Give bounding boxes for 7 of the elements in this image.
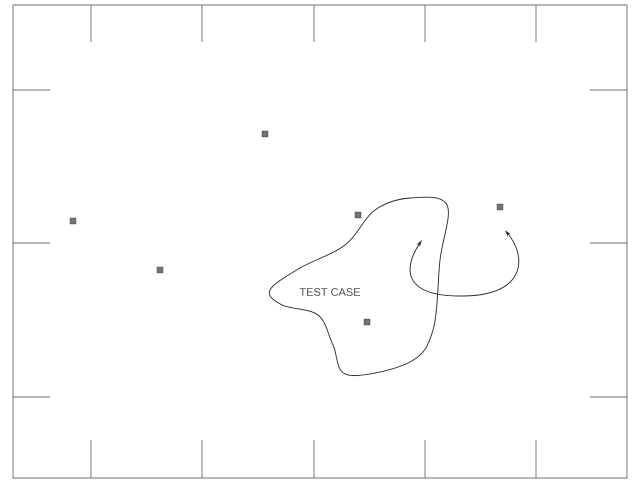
outlined-region: TEST CASE <box>268 196 449 376</box>
square-marker <box>364 318 370 326</box>
square-marker <box>156 266 164 274</box>
square-marker <box>496 204 504 210</box>
square-marker <box>70 218 76 224</box>
square-marker <box>354 212 362 218</box>
square-marker <box>262 130 268 138</box>
